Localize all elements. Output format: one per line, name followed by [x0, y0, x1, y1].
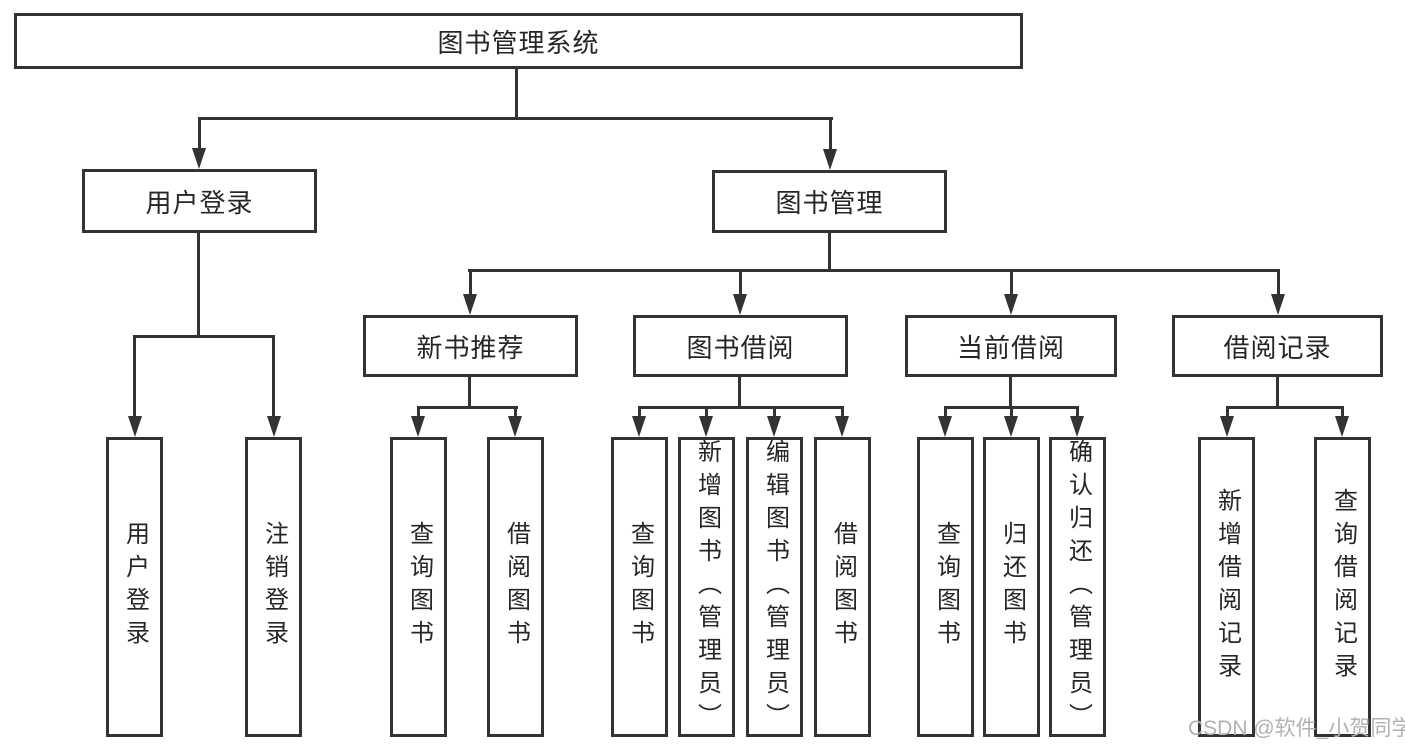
- connector-line: [514, 406, 517, 417]
- connector-line: [944, 406, 947, 417]
- arrowhead-down-icon: [192, 148, 206, 169]
- node-current-borrowing: 当前借阅: [905, 315, 1117, 377]
- node-new-book-recommend: 新书推荐: [363, 315, 578, 377]
- node-book-borrowing: 图书借阅: [633, 315, 848, 377]
- leaf-newbook-query-books: 查询图书: [390, 437, 447, 737]
- leaf-newbook-borrow-books-label: 借阅图书: [502, 521, 530, 653]
- connector-line: [133, 335, 275, 338]
- leaf-current-query-books: 查询图书: [917, 437, 974, 737]
- connector-line: [705, 406, 708, 417]
- leaf-record-add-borrow-record: 新增借阅记录: [1198, 437, 1255, 737]
- arrowhead-down-icon: [128, 416, 142, 437]
- connector-line: [198, 117, 833, 120]
- node-current-borrowing-label: 当前借阅: [956, 332, 1065, 363]
- arrowhead-down-icon: [411, 416, 425, 437]
- leaf-newbook-query-books-label: 查询图书: [405, 521, 433, 653]
- node-book-management-label: 图书管理: [775, 188, 884, 218]
- node-root-library-system: 图书管理系统: [14, 13, 1023, 69]
- connector-line: [272, 335, 275, 418]
- connector-line: [638, 406, 641, 417]
- leaf-record-query-borrow-record-label: 查询借阅记录: [1329, 488, 1357, 686]
- leaf-borrow-edit-books-admin-label: 编辑图书（管理员）: [761, 438, 789, 736]
- arrowhead-down-icon: [1070, 416, 1084, 437]
- arrowhead-down-icon: [733, 294, 747, 315]
- arrowhead-down-icon: [267, 416, 281, 437]
- arrowhead-down-icon: [1335, 416, 1349, 437]
- connector-line: [828, 233, 831, 271]
- connector-line: [515, 69, 518, 119]
- node-borrowing-records-label: 借阅记录: [1223, 332, 1332, 363]
- connector-line: [1009, 377, 1012, 408]
- connector-line: [1226, 406, 1344, 409]
- leaf-record-add-borrow-record-label: 新增借阅记录: [1213, 488, 1241, 686]
- connector-line: [829, 117, 832, 150]
- watermark-text: CSDN @软件_小贺同学: [1188, 717, 1405, 740]
- connector-line: [469, 269, 472, 295]
- node-book-management: 图书管理: [712, 170, 947, 233]
- connector-line: [197, 233, 200, 337]
- leaf-record-query-borrow-record: 查询借阅记录: [1314, 437, 1371, 737]
- leaf-newbook-borrow-books: 借阅图书: [487, 437, 544, 737]
- connector-line: [773, 406, 776, 417]
- leaf-user-login: 用户登录: [106, 437, 163, 737]
- connector-line: [1010, 269, 1013, 295]
- leaf-current-return-books: 归还图书: [983, 437, 1040, 737]
- arrowhead-down-icon: [938, 416, 952, 437]
- leaf-current-confirm-return-admin-label: 确认归还（管理员）: [1064, 438, 1092, 736]
- node-book-borrowing-label: 图书借阅: [686, 332, 795, 363]
- connector-line: [1277, 269, 1280, 295]
- leaf-borrow-edit-books-admin: 编辑图书（管理员）: [746, 437, 803, 737]
- connector-line: [468, 377, 471, 408]
- leaf-borrow-query-books: 查询图书: [611, 437, 668, 737]
- connector-line: [1010, 406, 1013, 417]
- node-root-label: 图书管理系统: [437, 27, 600, 58]
- connector-line: [1341, 406, 1344, 417]
- connector-line: [198, 117, 201, 150]
- leaf-user-login-label: 用户登录: [121, 521, 149, 653]
- connector-line: [468, 269, 1280, 272]
- connector-line: [1226, 406, 1229, 417]
- connector-line: [738, 377, 741, 408]
- arrowhead-down-icon: [463, 294, 477, 315]
- connector-line: [739, 269, 742, 295]
- arrowhead-down-icon: [508, 416, 522, 437]
- arrowhead-down-icon: [823, 149, 837, 170]
- arrowhead-down-icon: [1220, 416, 1234, 437]
- leaf-current-query-books-label: 查询图书: [932, 521, 960, 653]
- leaf-logout: 注销登录: [245, 437, 302, 737]
- node-user-login-label: 用户登录: [145, 187, 254, 218]
- leaf-borrow-query-books-label: 查询图书: [626, 521, 654, 653]
- leaf-borrow-borrow-books-label: 借阅图书: [829, 521, 857, 653]
- connector-line: [841, 406, 844, 417]
- node-new-book-recommend-label: 新书推荐: [416, 332, 525, 363]
- leaf-current-return-books-label: 归还图书: [998, 521, 1026, 653]
- connector-line: [417, 406, 518, 409]
- arrowhead-down-icon: [699, 416, 713, 437]
- arrowhead-down-icon: [1004, 294, 1018, 315]
- leaf-current-confirm-return-admin: 确认归还（管理员）: [1049, 437, 1106, 737]
- connector-line: [638, 406, 844, 409]
- leaf-logout-label: 注销登录: [260, 521, 288, 653]
- arrowhead-down-icon: [767, 416, 781, 437]
- connector-line: [133, 335, 136, 418]
- arrowhead-down-icon: [1004, 416, 1018, 437]
- leaf-borrow-borrow-books: 借阅图书: [814, 437, 871, 737]
- node-borrowing-records: 借阅记录: [1172, 315, 1383, 377]
- arrowhead-down-icon: [1271, 294, 1285, 315]
- arrowhead-down-icon: [835, 416, 849, 437]
- leaf-borrow-add-books-admin-label: 新增图书（管理员）: [693, 438, 721, 736]
- connector-line: [1076, 406, 1079, 417]
- leaf-borrow-add-books-admin: 新增图书（管理员）: [678, 437, 735, 737]
- connector-line: [417, 406, 420, 417]
- connector-line: [1276, 377, 1279, 408]
- arrowhead-down-icon: [632, 416, 646, 437]
- node-user-login: 用户登录: [82, 169, 317, 233]
